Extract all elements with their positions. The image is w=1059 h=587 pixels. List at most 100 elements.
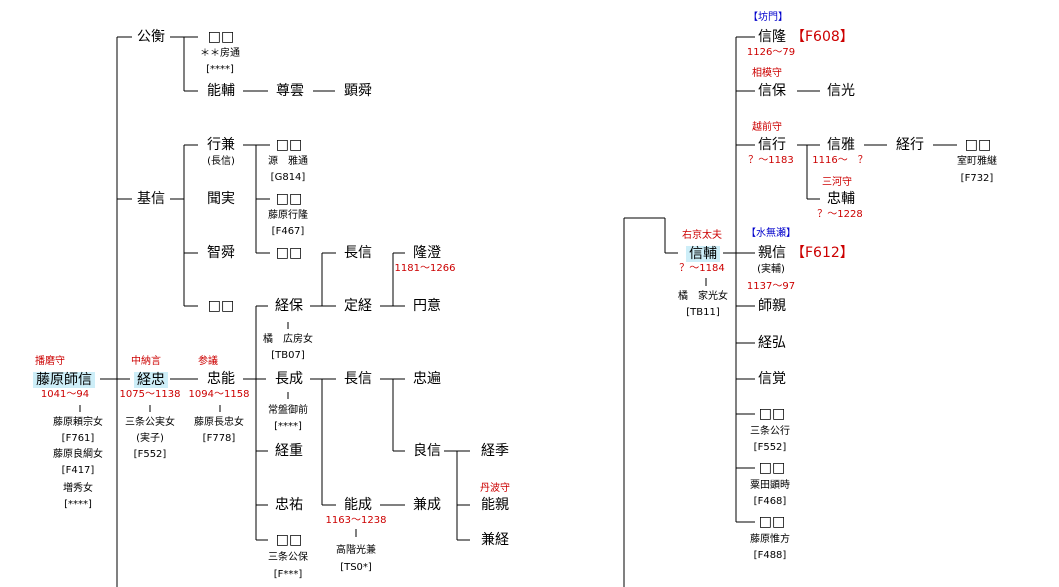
tsunetada-title: 中納言 xyxy=(131,356,161,367)
naganobu1-name[interactable]: 長信 xyxy=(344,245,372,261)
yoshinari-wife: 高階光兼 xyxy=(336,545,376,556)
tadasuke-right-title: 三河守 xyxy=(822,177,852,188)
morozane-years: 1041～94 xyxy=(40,389,90,400)
korekata-name[interactable]: □□ xyxy=(758,514,786,530)
muromachi-wife-code: [F732] xyxy=(960,173,994,184)
kinhira-child-code: [****] xyxy=(206,64,234,75)
chishun-child[interactable]: □□ xyxy=(275,245,303,261)
tsunehiro-name[interactable]: 経弘 xyxy=(758,335,786,351)
tadayoshi-wife-code: [F778] xyxy=(202,433,236,444)
chuhen-name[interactable]: 忠遍 xyxy=(413,371,441,387)
yukikane-child-wife: 源 雅通 xyxy=(268,156,308,167)
muromachi-wife: 室町雅継 xyxy=(957,156,997,167)
motonobu-name[interactable]: 基信 xyxy=(137,191,165,207)
morozane-wife-2: 藤原良綱女 xyxy=(53,449,103,460)
yukikane-note: (長信) xyxy=(207,156,235,167)
nobusuke-wife: 橘 家光女 xyxy=(678,291,728,302)
eni-name[interactable]: 円意 xyxy=(413,298,441,314)
korekata-wife-code: [F488] xyxy=(753,550,787,561)
tsuneyuki-name[interactable]: 経行 xyxy=(896,137,924,153)
yoshinari-wife-code: [TS0*] xyxy=(340,562,372,573)
chishun-name[interactable]: 智舜 xyxy=(207,245,235,261)
yoshinari-years: 1163～1238 xyxy=(325,515,387,526)
kanetsune-name[interactable]: 兼経 xyxy=(481,532,509,548)
tadasuke-left-name[interactable]: 忠祐 xyxy=(275,497,303,513)
tadayoshi-title: 参議 xyxy=(198,356,218,367)
korekata-wife: 藤原惟方 xyxy=(750,534,790,545)
sanjo-wife: 三条公行 xyxy=(750,426,790,437)
kinhira-child[interactable]: □□ xyxy=(207,29,235,45)
kirisane-child[interactable]: □□ xyxy=(275,191,303,207)
tsunesue-name[interactable]: 経季 xyxy=(481,443,509,459)
yoshinari-name[interactable]: 能成 xyxy=(344,497,372,513)
nobusuke-years: ？～1184 xyxy=(679,263,725,274)
yukikane-child-code: [G814] xyxy=(270,172,306,183)
yoshichika-name[interactable]: 能親 xyxy=(481,497,509,513)
tsunetada-wife-code: [F552] xyxy=(133,449,167,460)
tadayoshi-name[interactable]: 忠能 xyxy=(207,371,235,387)
morozane-name[interactable]: 藤原師信 xyxy=(33,372,95,388)
nosuke-name[interactable]: 能輔 xyxy=(207,83,235,99)
chikanobu-clan: 【水無瀬】 xyxy=(746,228,796,239)
morozane-wife-3: 増秀女 xyxy=(63,483,93,494)
nobumasa-years: 1116～ ？ xyxy=(812,155,868,166)
morochika-name[interactable]: 師親 xyxy=(758,298,786,314)
nobumasa-name[interactable]: 信雅 xyxy=(827,137,855,153)
unknown2-wife: 三条公保 xyxy=(268,552,308,563)
yukikane-name[interactable]: 行兼 xyxy=(207,137,235,153)
tsuneyasu-wife: 橘 広房女 xyxy=(263,334,313,345)
chikanobu-name[interactable]: 親信 xyxy=(758,245,786,261)
tsuneyasu-wife-code: [TB07] xyxy=(271,350,305,361)
nobuyasu-son[interactable]: 信光 xyxy=(827,83,855,99)
nosuke-son[interactable]: 尊雲 xyxy=(276,83,304,99)
nosuke-grandson[interactable]: 顕舜 xyxy=(344,83,372,99)
tadasuke-right-name[interactable]: 忠輔 xyxy=(827,191,855,207)
nobuyuki-name[interactable]: 信行 xyxy=(758,137,786,153)
yoshinobu-name[interactable]: 良信 xyxy=(413,443,441,459)
nobutaka-clan: 【坊門】 xyxy=(748,12,788,23)
sadatsune-name[interactable]: 定経 xyxy=(344,298,372,314)
naganobu2-name[interactable]: 長信 xyxy=(344,371,372,387)
nobuaki-name[interactable]: 信覚 xyxy=(758,371,786,387)
chikanobu-note: (実輔) xyxy=(757,264,785,275)
chikanobu-ref: 【F612】 xyxy=(791,245,854,261)
nobutaka-name[interactable]: 信隆 xyxy=(758,29,786,45)
unknown1-name[interactable]: □□ xyxy=(207,298,235,314)
morozane-wife-2-code: [F417] xyxy=(61,465,95,476)
yukikane-child[interactable]: □□ xyxy=(275,137,303,153)
tadayoshi-wife: 藤原長忠女 xyxy=(194,417,244,428)
ryucho-name[interactable]: 隆澄 xyxy=(413,245,441,261)
tadayoshi-years: 1094～1158 xyxy=(188,389,250,400)
tsuneyasu-name[interactable]: 経保 xyxy=(275,298,303,314)
nobutaka-years: 1126～79 xyxy=(746,47,796,58)
kinhira-child-wife: ＊＊房通 xyxy=(200,48,240,59)
tsunetada-wife: 三条公実女 xyxy=(125,417,175,428)
yoshichika-title: 丹波守 xyxy=(480,483,510,494)
morozane-title: 播磨守 xyxy=(35,356,65,367)
kirisane-name[interactable]: 聞実 xyxy=(207,191,235,207)
nobuyasu-name[interactable]: 信保 xyxy=(758,83,786,99)
sanjo-name[interactable]: □□ xyxy=(758,406,786,422)
tsunetada-wife-note: (実子) xyxy=(136,433,164,444)
awata-name[interactable]: □□ xyxy=(758,460,786,476)
nobusuke-wife-code: [TB11] xyxy=(686,307,720,318)
nagashige-wife: 常盤御前 xyxy=(268,405,308,416)
tadasuke-right-years: ？～1228 xyxy=(817,209,863,220)
nobutaka-ref: 【F608】 xyxy=(791,29,854,45)
kinhira-name[interactable]: 公衡 xyxy=(137,29,165,45)
nobusuke-name[interactable]: 信輔 xyxy=(686,246,720,262)
tsunetada-years: 1075～1138 xyxy=(119,389,181,400)
morozane-wife-3-code: [****] xyxy=(64,499,92,510)
nagashige-name[interactable]: 長成 xyxy=(275,371,303,387)
nobuyasu-title: 相模守 xyxy=(752,68,782,79)
tsunetada-name[interactable]: 経忠 xyxy=(134,372,168,388)
chikanobu-years: 1137～97 xyxy=(746,281,796,292)
awata-wife-code: [F468] xyxy=(753,496,787,507)
kanenari-name[interactable]: 兼成 xyxy=(413,497,441,513)
muromachi-name[interactable]: □□ xyxy=(964,137,992,153)
nobuyuki-title: 越前守 xyxy=(752,122,782,133)
unknown2-name[interactable]: □□ xyxy=(275,532,303,548)
tsuneshige-name[interactable]: 経重 xyxy=(275,443,303,459)
kirisane-child-wife: 藤原行隆 xyxy=(268,210,308,221)
